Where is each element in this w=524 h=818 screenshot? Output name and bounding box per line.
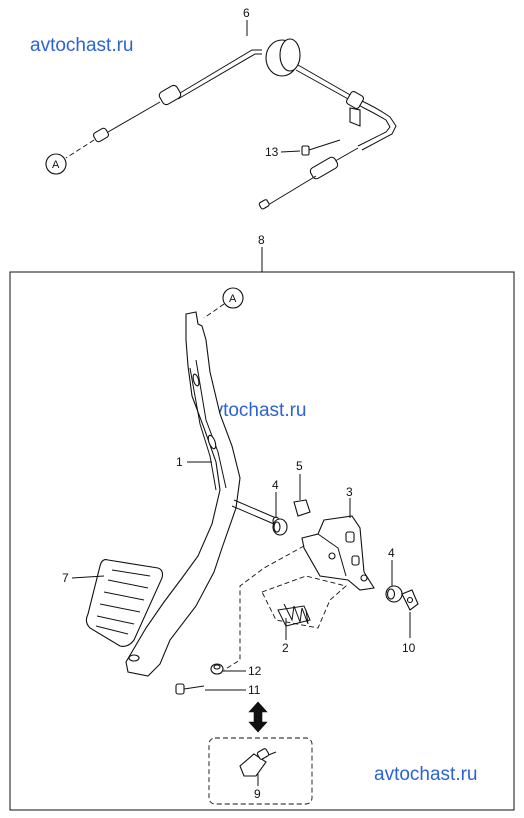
callout-11: 11 (248, 683, 261, 697)
reference-a-top-label: A (52, 159, 60, 171)
stopper-5 (293, 499, 311, 517)
callout-12: 12 (248, 664, 262, 678)
cable-adjuster (309, 156, 339, 180)
pedal-bracket (301, 515, 375, 591)
pedal-switch-9 (239, 748, 277, 777)
watermark-middle: avtochast.ru (203, 400, 307, 421)
reference-circle-a-pedal (222, 287, 244, 309)
clip-10 (401, 589, 419, 611)
reference-circle-a-top (45, 153, 67, 175)
callout-13: 13 (265, 145, 279, 159)
callout-4-left: 4 (272, 478, 279, 492)
callout-9: 9 (254, 787, 261, 801)
return-spring-2 (277, 603, 311, 627)
callout-4-right: 4 (388, 546, 395, 560)
reference-a-pedal-label: A (229, 293, 237, 305)
bolt-11 (175, 683, 205, 695)
cable-end-fitting (158, 84, 182, 106)
watermark-top: avtochast.ru (30, 35, 134, 56)
callout-6: 6 (243, 6, 250, 20)
assembly-frame (9, 271, 515, 811)
bolt-13 (301, 139, 341, 156)
callout-1: 1 (176, 455, 183, 469)
callout-2: 2 (282, 641, 289, 655)
switch-detail-box (208, 737, 313, 805)
nut-12 (210, 663, 224, 675)
leader-7 (71, 575, 105, 579)
cable-bracket (349, 107, 361, 127)
bushing-4-right (385, 585, 403, 603)
callout-8: 8 (258, 233, 265, 247)
callout-7: 7 (62, 571, 69, 585)
pedal-pad (85, 559, 164, 647)
double-arrow (248, 701, 268, 733)
callout-10: 10 (402, 641, 416, 655)
bushing-4-left (272, 518, 288, 536)
callout-3: 3 (346, 485, 353, 499)
watermark-bottom: avtochast.ru (374, 764, 478, 785)
pedal-arm (125, 311, 280, 677)
accelerator-cable (65, 38, 397, 210)
callout-5: 5 (296, 459, 303, 473)
